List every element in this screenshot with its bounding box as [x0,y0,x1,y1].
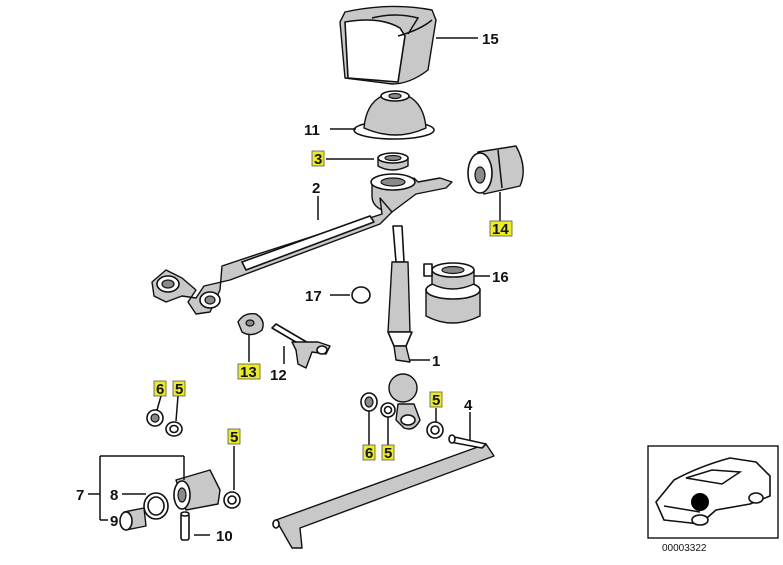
part-3-ring[interactable] [377,152,409,171]
callout-11: 11 [304,122,320,139]
callout-5a-highlight [172,380,186,397]
part-17-washer[interactable] [351,286,371,304]
location-marker [691,493,709,511]
callout-12: 12 [270,367,287,384]
callout-6a: 6 [156,381,164,398]
part-10-pin[interactable] [180,511,190,541]
callout-6b-highlight [362,444,376,461]
callout-7: 7 [76,487,84,504]
callout-1: 1 [432,353,440,370]
leader-5-left [175,395,179,422]
part-5-ring-left[interactable] [165,421,183,437]
callout-3: 3 [314,151,322,168]
part-1-shift-lever[interactable] [387,225,421,430]
part-14-bushing[interactable] [467,145,524,195]
callout-13-highlight [237,363,261,380]
callout-5c: 5 [432,392,440,409]
part-6-ring-right[interactable] [360,392,378,412]
callout-5b: 5 [230,429,238,446]
callout-5d: 5 [384,445,392,462]
leader-6-left [156,395,162,411]
callout-6a-highlight [153,380,167,397]
joint-housing[interactable] [173,469,221,511]
part-6-ring-left[interactable] [146,409,164,427]
callout-6b: 6 [365,445,373,462]
callout-15: 15 [482,31,499,48]
callout-8: 8 [110,487,118,504]
callout-9: 9 [110,513,118,530]
callout-17: 17 [305,288,322,305]
callout-4: 4 [464,397,473,414]
callout-3-highlight [311,150,325,167]
callout-14: 14 [492,221,509,238]
part-2-shift-arm[interactable] [151,173,453,315]
part-16-bearing[interactable] [423,262,481,324]
part-8-joint-ring[interactable] [143,492,169,520]
part-15-boot-cover[interactable] [339,5,437,85]
callout-5d-highlight [381,444,395,461]
callout-10: 10 [216,528,233,545]
callout-16: 16 [492,269,509,286]
part-11-rubber-boot[interactable] [353,90,435,140]
callout-13: 13 [240,364,257,381]
callout-2: 2 [312,180,320,197]
part-9-bushing[interactable] [119,507,147,531]
part-5-ring-joint[interactable] [223,491,241,509]
part-5-ring-lever[interactable] [426,421,444,439]
part-4-shift-rod[interactable] [272,434,495,549]
part-5-ring-right[interactable] [380,402,396,418]
reference-number: 00003322 [662,543,707,554]
callout-5a: 5 [175,381,183,398]
part-12-pin-bracket[interactable] [271,323,331,369]
callout-14-highlight [489,220,513,237]
car-outline [655,457,771,525]
callout-5c-highlight [429,391,443,408]
part-13-clip[interactable] [237,312,264,336]
vehicle-locator-inset [647,445,779,539]
callout-5b-highlight [227,428,241,445]
